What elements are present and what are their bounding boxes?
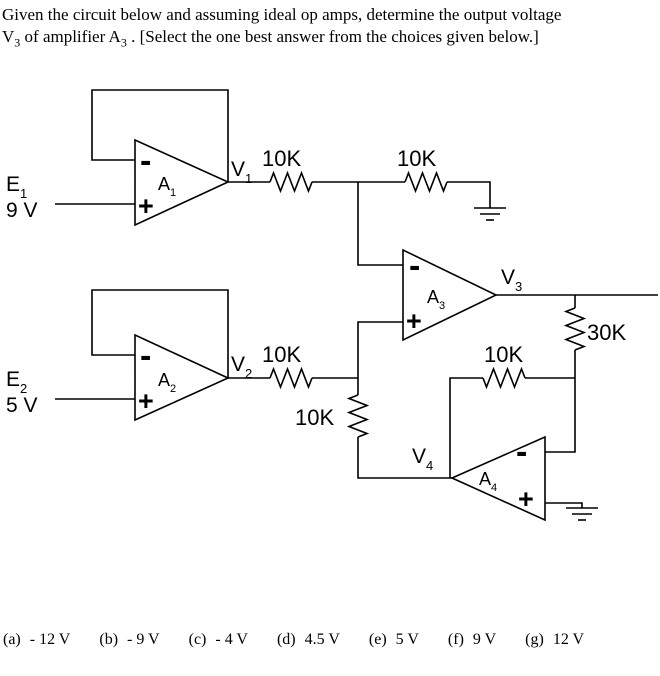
choice-b-key: (b)	[99, 631, 119, 648]
resistor-r6-value: 30K	[587, 320, 626, 345]
source-e1-sub: 1	[20, 186, 27, 201]
opamp-a3-plus-sign: +	[406, 306, 422, 336]
ground-symbol-bottom	[566, 507, 598, 521]
resistor-r4-value: 10K	[295, 405, 334, 430]
choice-a-value: - 12 V	[29, 631, 71, 648]
choice-d: (d) 4.5 V	[277, 631, 340, 649]
opamp-a2-plus-sign: +	[138, 386, 154, 416]
ground-symbol-top	[474, 207, 506, 221]
r6-to-a4-minus-wire	[545, 350, 576, 453]
choice-e-value: 5 V	[395, 631, 419, 648]
opamp-a1-sub: 1	[170, 187, 176, 199]
opamp-a1-label: A	[158, 174, 170, 194]
choice-g: (g) 12 V	[525, 631, 584, 649]
choice-e-key: (e)	[368, 631, 387, 648]
resistor-r2-value: 10K	[397, 146, 436, 171]
resistor-r4	[346, 394, 370, 438]
opamp-a3-label: A	[427, 287, 439, 307]
r5-to-v4-wire	[449, 377, 483, 478]
node-v1-sub: 1	[245, 171, 252, 186]
node-v3-label: V	[501, 266, 515, 289]
choice-f: (f) 9 V	[448, 631, 496, 649]
opamp-a4-minus-sign: -	[516, 433, 527, 471]
opamp-a2-label: A	[158, 370, 170, 390]
answer-choices: (a) - 12 V (b) - 9 V (c) - 4 V (d) 4.5 V (e)…	[3, 631, 657, 649]
choice-b-value: - 9 V	[127, 631, 160, 648]
choice-d-key: (d)	[276, 631, 296, 648]
opamp-a1-triangle	[134, 138, 230, 227]
opamp-a3-sub: 3	[439, 300, 445, 312]
node-v3-sub: 3	[515, 279, 522, 294]
question-text: Given the circuit below and assuming ide…	[2, 4, 658, 53]
source-e2-label: E	[6, 368, 20, 391]
node-v4-label: V	[412, 445, 426, 468]
opamp-a4-plus-sign: +	[518, 484, 534, 514]
resistor-r3	[269, 366, 313, 390]
choice-f-value: 9 V	[472, 631, 497, 648]
choice-f-key: (f)	[447, 631, 464, 648]
question-line2-mid: of amplifier A	[20, 27, 121, 46]
opamp-a1-minus-sign: -	[140, 142, 151, 180]
resistor-r3-value: 10K	[262, 342, 301, 367]
node-v4-sub: 4	[426, 458, 433, 473]
a2-feedback-wire	[91, 289, 229, 378]
choice-c-value: - 4 V	[215, 631, 248, 648]
a4-plus-to-ground-wire	[545, 502, 583, 508]
opamp-a3-minus-sign: -	[409, 247, 420, 285]
opamp-a4-triangle	[450, 435, 546, 522]
circuit-labels: E 1 9 V E 2 5 V V 1 V 2 V 3 V 4 A 1 A 2 …	[6, 142, 626, 514]
source-e2-value: 5 V	[6, 394, 38, 417]
v4-wire	[357, 437, 452, 479]
choice-c: (c) - 4 V	[189, 631, 248, 649]
choice-e: (e) 5 V	[369, 631, 419, 649]
opamp-a1-plus-sign: +	[138, 191, 154, 221]
opamp-a2-sub: 2	[170, 383, 176, 395]
resistor-r2	[404, 170, 448, 194]
resistor-r1-value: 10K	[262, 146, 301, 171]
resistor-r1	[269, 170, 313, 194]
a3-minus-input-wire	[357, 182, 403, 266]
opamp-a4-sub: 4	[491, 482, 497, 494]
question-line2-v-sub: 3	[14, 35, 21, 50]
question-line2-a-sub: 3	[120, 35, 127, 50]
choice-a-key: (a)	[3, 631, 21, 648]
choice-b: (b) - 9 V	[99, 631, 159, 649]
a1-feedback-wire	[91, 89, 229, 182]
question-line2-v: V	[2, 27, 15, 46]
choice-d-value: 4.5 V	[304, 631, 340, 648]
opamp-a2-triangle	[134, 333, 230, 422]
resistor-r6	[563, 307, 587, 351]
node-v1-label: V	[231, 158, 245, 181]
resistor-r5-value: 10K	[484, 342, 523, 367]
node-v2-sub: 2	[245, 366, 252, 381]
question-line2-post: . [Select the one best answer from the c…	[126, 27, 539, 46]
opamp-a3-triangle	[402, 248, 498, 342]
opamp-a2-minus-sign: -	[140, 337, 151, 375]
source-e2-sub: 2	[20, 381, 27, 396]
question-line1: Given the circuit below and assuming ide…	[2, 5, 562, 24]
source-e1-label: E	[6, 173, 20, 196]
a3-plus-input-wire	[357, 321, 403, 395]
choice-g-key: (g)	[525, 631, 544, 648]
choice-a: (a) - 12 V	[3, 631, 70, 649]
r2-to-ground-wire	[447, 181, 491, 208]
source-e1-value: 9 V	[6, 199, 38, 222]
node-v2-label: V	[231, 353, 245, 376]
choice-c-key: (c)	[188, 631, 207, 648]
circuit-wiring	[55, 89, 658, 522]
choice-g-value: 12 V	[552, 631, 585, 648]
opamp-a4-label: A	[479, 469, 491, 489]
resistor-r5	[482, 366, 526, 390]
